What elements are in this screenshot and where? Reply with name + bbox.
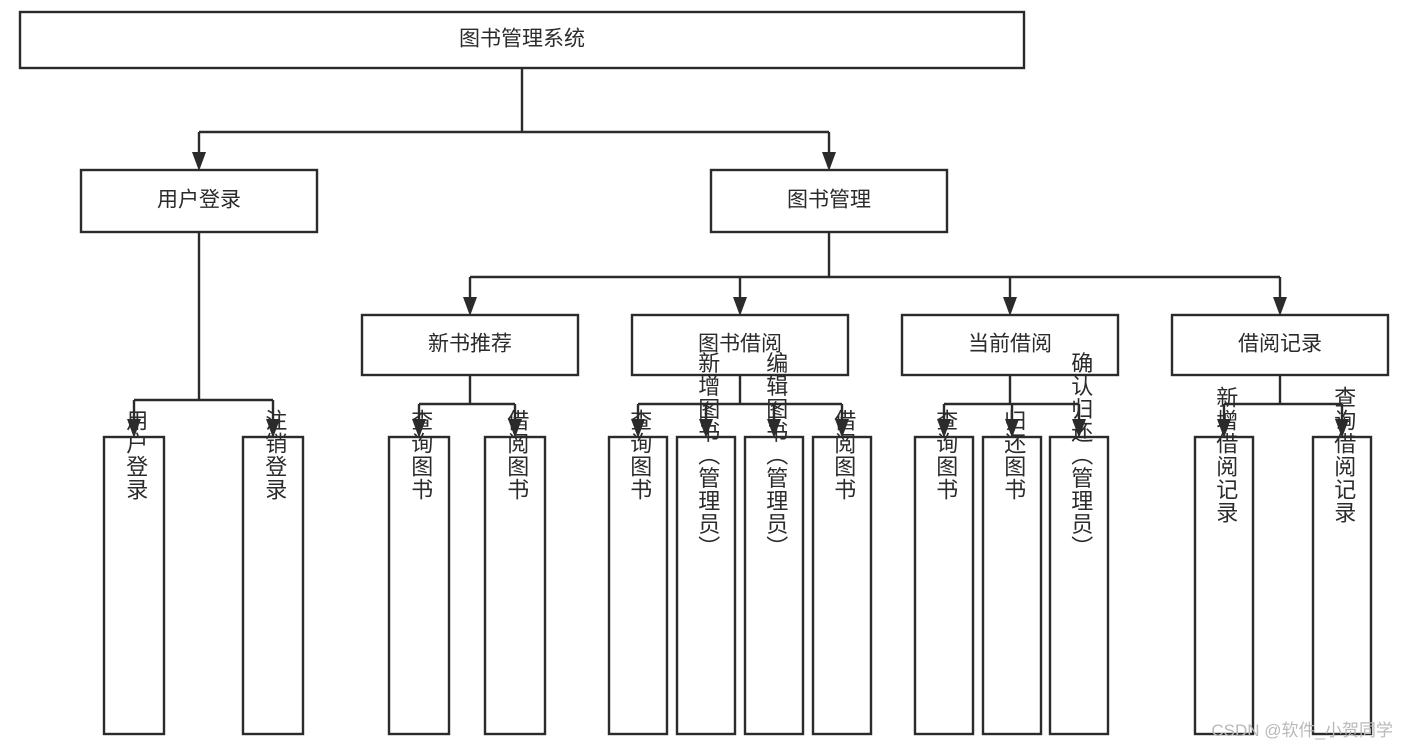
node-label-leaf-borrow-book-new: 借阅图书 [504, 409, 529, 501]
node-leaf-borrow-book[interactable]: 借阅图书 [811, 409, 873, 736]
node-current-borrow[interactable]: 当前借阅 [900, 313, 1120, 377]
node-box-leaf-query-book-current[interactable] [913, 435, 975, 736]
connector-group-book-borrow [631, 375, 849, 438]
connector-group-root [192, 68, 836, 171]
node-leaf-edit-book-admin[interactable]: 编辑图书（管理员） [743, 352, 805, 736]
node-label-leaf-add-book-admin: 新增图书（管理员） [695, 352, 720, 559]
node-box-current-borrow[interactable] [900, 313, 1120, 377]
node-label-borrow-records: 借阅记录 [1238, 333, 1322, 356]
node-label-user-login: 用户登录 [157, 189, 241, 212]
connector-group-new-book-recommend [412, 375, 522, 438]
node-box-leaf-query-borrow-record[interactable] [1311, 435, 1373, 736]
node-user-login[interactable]: 用户登录 [79, 168, 319, 234]
connector-group-current-borrow [937, 375, 1086, 438]
node-leaf-query-book-new[interactable]: 查询图书 [387, 409, 451, 736]
node-leaf-confirm-return-admin[interactable]: 确认归还（管理员） [1048, 352, 1110, 736]
node-box-user-login[interactable] [79, 168, 319, 234]
node-label-book-borrow: 图书借阅 [698, 333, 782, 356]
node-leaf-query-book-borrow[interactable]: 查询图书 [607, 409, 669, 736]
node-box-leaf-edit-book-admin[interactable] [743, 435, 805, 736]
node-box-leaf-add-borrow-record[interactable] [1193, 435, 1255, 736]
node-leaf-borrow-book-new[interactable]: 借阅图书 [483, 409, 547, 736]
node-box-leaf-confirm-return-admin[interactable] [1048, 435, 1110, 736]
connector-group-borrow-records [1217, 375, 1349, 438]
node-label-leaf-borrow-book: 借阅图书 [831, 409, 856, 501]
node-leaf-query-book-current[interactable]: 查询图书 [913, 409, 975, 736]
node-label-leaf-user-login: 用户登录 [123, 409, 148, 501]
node-label-leaf-query-borrow-record: 查询借阅记录 [1331, 386, 1356, 524]
node-book-management[interactable]: 图书管理 [709, 168, 949, 234]
node-box-leaf-borrow-book[interactable] [811, 435, 873, 736]
node-box-book-borrow[interactable] [630, 313, 850, 377]
node-box-root[interactable] [18, 10, 1026, 70]
connector-group-book-management [463, 232, 1287, 316]
node-leaf-logout[interactable]: 注销登录 [241, 409, 305, 736]
node-label-leaf-query-book-borrow: 查询图书 [627, 409, 652, 501]
node-box-borrow-records[interactable] [1170, 313, 1390, 377]
node-box-leaf-return-book[interactable] [981, 435, 1043, 736]
node-box-new-book-recommend[interactable] [360, 313, 580, 377]
node-label-leaf-edit-book-admin: 编辑图书（管理员） [763, 352, 788, 559]
node-leaf-add-book-admin[interactable]: 新增图书（管理员） [675, 352, 737, 736]
node-box-leaf-user-login[interactable] [102, 435, 166, 736]
node-book-borrow[interactable]: 图书借阅 [630, 313, 850, 377]
node-box-leaf-borrow-book-new[interactable] [483, 435, 547, 736]
connector-group-user-login [127, 232, 280, 438]
connector-layer [127, 68, 1349, 438]
node-leaf-user-login[interactable]: 用户登录 [102, 409, 166, 736]
node-box-leaf-query-book-new[interactable] [387, 435, 451, 736]
node-label-leaf-add-borrow-record: 新增借阅记录 [1213, 386, 1238, 524]
node-label-leaf-logout: 注销登录 [262, 409, 287, 501]
node-box-leaf-logout[interactable] [241, 435, 305, 736]
node-box-leaf-add-book-admin[interactable] [675, 435, 737, 736]
node-box-leaf-query-book-borrow[interactable] [607, 435, 669, 736]
node-box-book-management[interactable] [709, 168, 949, 234]
node-layer: 图书管理系统用户登录图书管理新书推荐图书借阅当前借阅借阅记录用户登录注销登录查询… [18, 10, 1390, 736]
node-label-leaf-confirm-return-admin: 确认归还（管理员） [1068, 352, 1093, 559]
node-label-leaf-query-book-new: 查询图书 [408, 409, 433, 501]
node-root[interactable]: 图书管理系统 [18, 10, 1026, 70]
node-label-new-book-recommend: 新书推荐 [428, 333, 512, 356]
node-leaf-query-borrow-record[interactable]: 查询借阅记录 [1311, 386, 1373, 736]
node-leaf-return-book[interactable]: 归还图书 [981, 409, 1043, 736]
node-borrow-records[interactable]: 借阅记录 [1170, 313, 1390, 377]
node-new-book-recommend[interactable]: 新书推荐 [360, 313, 580, 377]
node-leaf-add-borrow-record[interactable]: 新增借阅记录 [1193, 386, 1255, 736]
node-label-book-management: 图书管理 [787, 189, 871, 212]
node-label-current-borrow: 当前借阅 [968, 333, 1052, 356]
node-label-root: 图书管理系统 [459, 28, 585, 51]
node-label-leaf-return-book: 归还图书 [1001, 409, 1026, 501]
node-label-leaf-query-book-current: 查询图书 [933, 409, 958, 501]
